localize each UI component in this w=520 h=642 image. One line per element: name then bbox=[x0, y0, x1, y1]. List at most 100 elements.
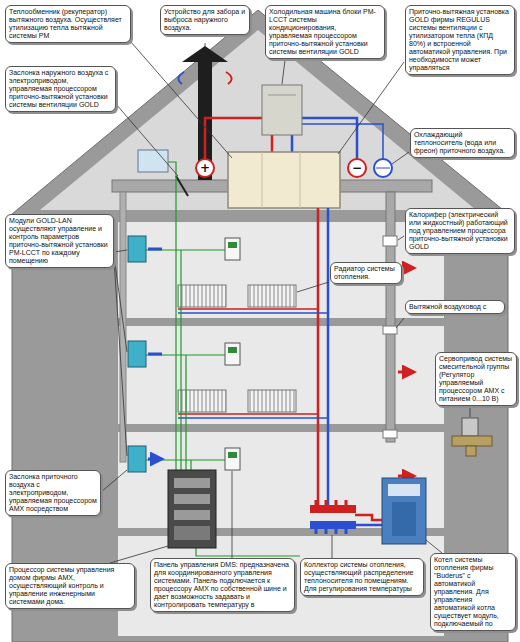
callout-text: Коллектор системы отопления, осуществляю… bbox=[304, 561, 420, 593]
illustration-part bbox=[146, 355, 225, 470]
illustration-part bbox=[182, 46, 228, 62]
illustration-part bbox=[392, 152, 409, 164]
illustration-part bbox=[128, 446, 146, 472]
callout-box: Сервопривод системы смесительной группы … bbox=[435, 352, 517, 406]
callout-box: Охлаждающий теплоноситель (вода или фрео… bbox=[410, 128, 515, 158]
illustration-part bbox=[128, 236, 146, 262]
illustration-part bbox=[114, 250, 127, 252]
illustration-part bbox=[196, 548, 300, 556]
air-duct bbox=[112, 176, 432, 462]
dms-panel bbox=[225, 238, 240, 470]
illustration-part bbox=[174, 494, 210, 504]
illustration-part bbox=[178, 313, 328, 418]
illustration-part bbox=[138, 150, 168, 172]
callout-text: Теплообменник (рекуператор) вытяжного во… bbox=[9, 8, 127, 40]
illustration-part bbox=[310, 521, 356, 529]
illustration-part bbox=[392, 502, 416, 536]
callout-text: Котел системы отопления фирмы "Buderus" … bbox=[434, 556, 512, 628]
illustration-part bbox=[228, 152, 340, 208]
illustration-part bbox=[310, 505, 356, 513]
illustration-part bbox=[452, 436, 492, 446]
callout-text: Заслонка наружного воздуха с электроприв… bbox=[9, 69, 112, 109]
callout-box: Устройство для забора и выброса наружног… bbox=[160, 5, 250, 35]
illustration-part bbox=[232, 471, 233, 558]
illustration-part bbox=[383, 236, 397, 246]
radiator bbox=[178, 285, 296, 412]
callout-box: Теплообменник (рекуператор) вытяжного во… bbox=[5, 5, 131, 43]
illustration-part bbox=[470, 408, 471, 417]
callout-box: Процессор системы управления домом фирмы… bbox=[5, 563, 135, 609]
callout-text: Процессор системы управления домом фирмы… bbox=[9, 566, 131, 606]
illustration-part bbox=[168, 162, 176, 470]
callout-text: Устройство для забора и выброса наружног… bbox=[164, 8, 246, 32]
illustration-part bbox=[466, 446, 476, 456]
illustration-part bbox=[262, 152, 263, 208]
illustration-part bbox=[398, 236, 404, 240]
illustration-part bbox=[355, 515, 382, 520]
boiler bbox=[382, 478, 426, 544]
illustration-part bbox=[114, 256, 127, 352]
illustration-part bbox=[196, 159, 214, 177]
illustration-part bbox=[228, 347, 237, 353]
illustration-part bbox=[178, 309, 318, 414]
illustration-part bbox=[248, 285, 296, 307]
illustration-part bbox=[114, 260, 127, 456]
illustration-part bbox=[228, 242, 237, 248]
illustration-part bbox=[174, 510, 210, 520]
callout-box: Радиатор системы отопления. bbox=[330, 262, 402, 284]
illustration-part bbox=[148, 249, 162, 459]
illustration-part bbox=[382, 478, 426, 544]
illustration-part bbox=[118, 536, 444, 636]
illustration-part bbox=[168, 470, 216, 548]
illustration-part bbox=[398, 475, 414, 478]
callout-box: Заслонка наружного воздуха с электроприв… bbox=[5, 66, 116, 112]
air-intake-device bbox=[178, 46, 231, 180]
illustration-part bbox=[178, 72, 184, 84]
illustration-part bbox=[226, 72, 232, 84]
pipe-sign: − bbox=[350, 161, 364, 175]
callout-box: Вытяжной воздуховод с bbox=[405, 300, 505, 314]
illustration-part bbox=[398, 371, 414, 374]
illustration-part bbox=[388, 484, 420, 496]
illustration-part bbox=[205, 43, 206, 47]
callout-box: Холодильная машина блоки PM-LCCT системы… bbox=[265, 5, 385, 59]
callout-text: Радиатор системы отопления. bbox=[334, 265, 398, 281]
callout-box: Заслонка приточного воздуха с электропри… bbox=[5, 470, 101, 516]
illustration-part bbox=[376, 168, 390, 169]
illustration-part bbox=[101, 470, 127, 492]
callout-text: Сервопривод системы смесительной группы … bbox=[439, 355, 513, 403]
illustration-part bbox=[338, 62, 404, 154]
illustration-part bbox=[178, 285, 226, 307]
callout-text: Приточно-вытяжная установка GOLD фирмы R… bbox=[409, 8, 511, 72]
illustration-part bbox=[225, 238, 240, 260]
callout-box: Коллектор системы отопления, осуществляю… bbox=[300, 558, 424, 596]
callout-text: Калорифер (электрический или жидкостный)… bbox=[409, 211, 511, 251]
callout-text: Холодильная машина блоки PM-LCCT системы… bbox=[269, 8, 381, 56]
illustration-part bbox=[300, 152, 301, 208]
callout-box: Модули GOLD-LAN осуществляют управление … bbox=[5, 214, 114, 268]
illustration-part bbox=[178, 390, 226, 412]
illustration-part bbox=[374, 159, 392, 177]
illustration-part bbox=[128, 341, 146, 367]
control-wiring bbox=[146, 162, 300, 556]
illustration-part bbox=[316, 529, 346, 534]
illustration-part bbox=[426, 540, 442, 553]
callout-text: Охлаждающий теплоноситель (вода или фрео… bbox=[414, 131, 511, 155]
illustration-part bbox=[396, 318, 404, 328]
callout-text: Модули GOLD-LAN осуществляют управление … bbox=[9, 217, 110, 265]
illustration-part bbox=[316, 500, 346, 505]
illustration-part bbox=[355, 524, 382, 527]
supply-damper bbox=[128, 236, 162, 472]
callout-text: Заслонка приточного воздуха с электропри… bbox=[9, 473, 97, 513]
callout-text: Вытяжной воздуховод с bbox=[409, 303, 501, 311]
callout-text: Панель управления DMS: предназначена для… bbox=[154, 561, 291, 609]
illustration-part bbox=[282, 60, 285, 84]
illustration-part bbox=[225, 448, 240, 470]
callout-box: Приточно-вытяжная установка GOLD фирмы R… bbox=[405, 5, 515, 75]
illustration-part bbox=[228, 452, 237, 458]
illustration-part bbox=[176, 176, 188, 196]
illustration-part bbox=[297, 282, 329, 292]
illustration-part bbox=[174, 526, 210, 540]
